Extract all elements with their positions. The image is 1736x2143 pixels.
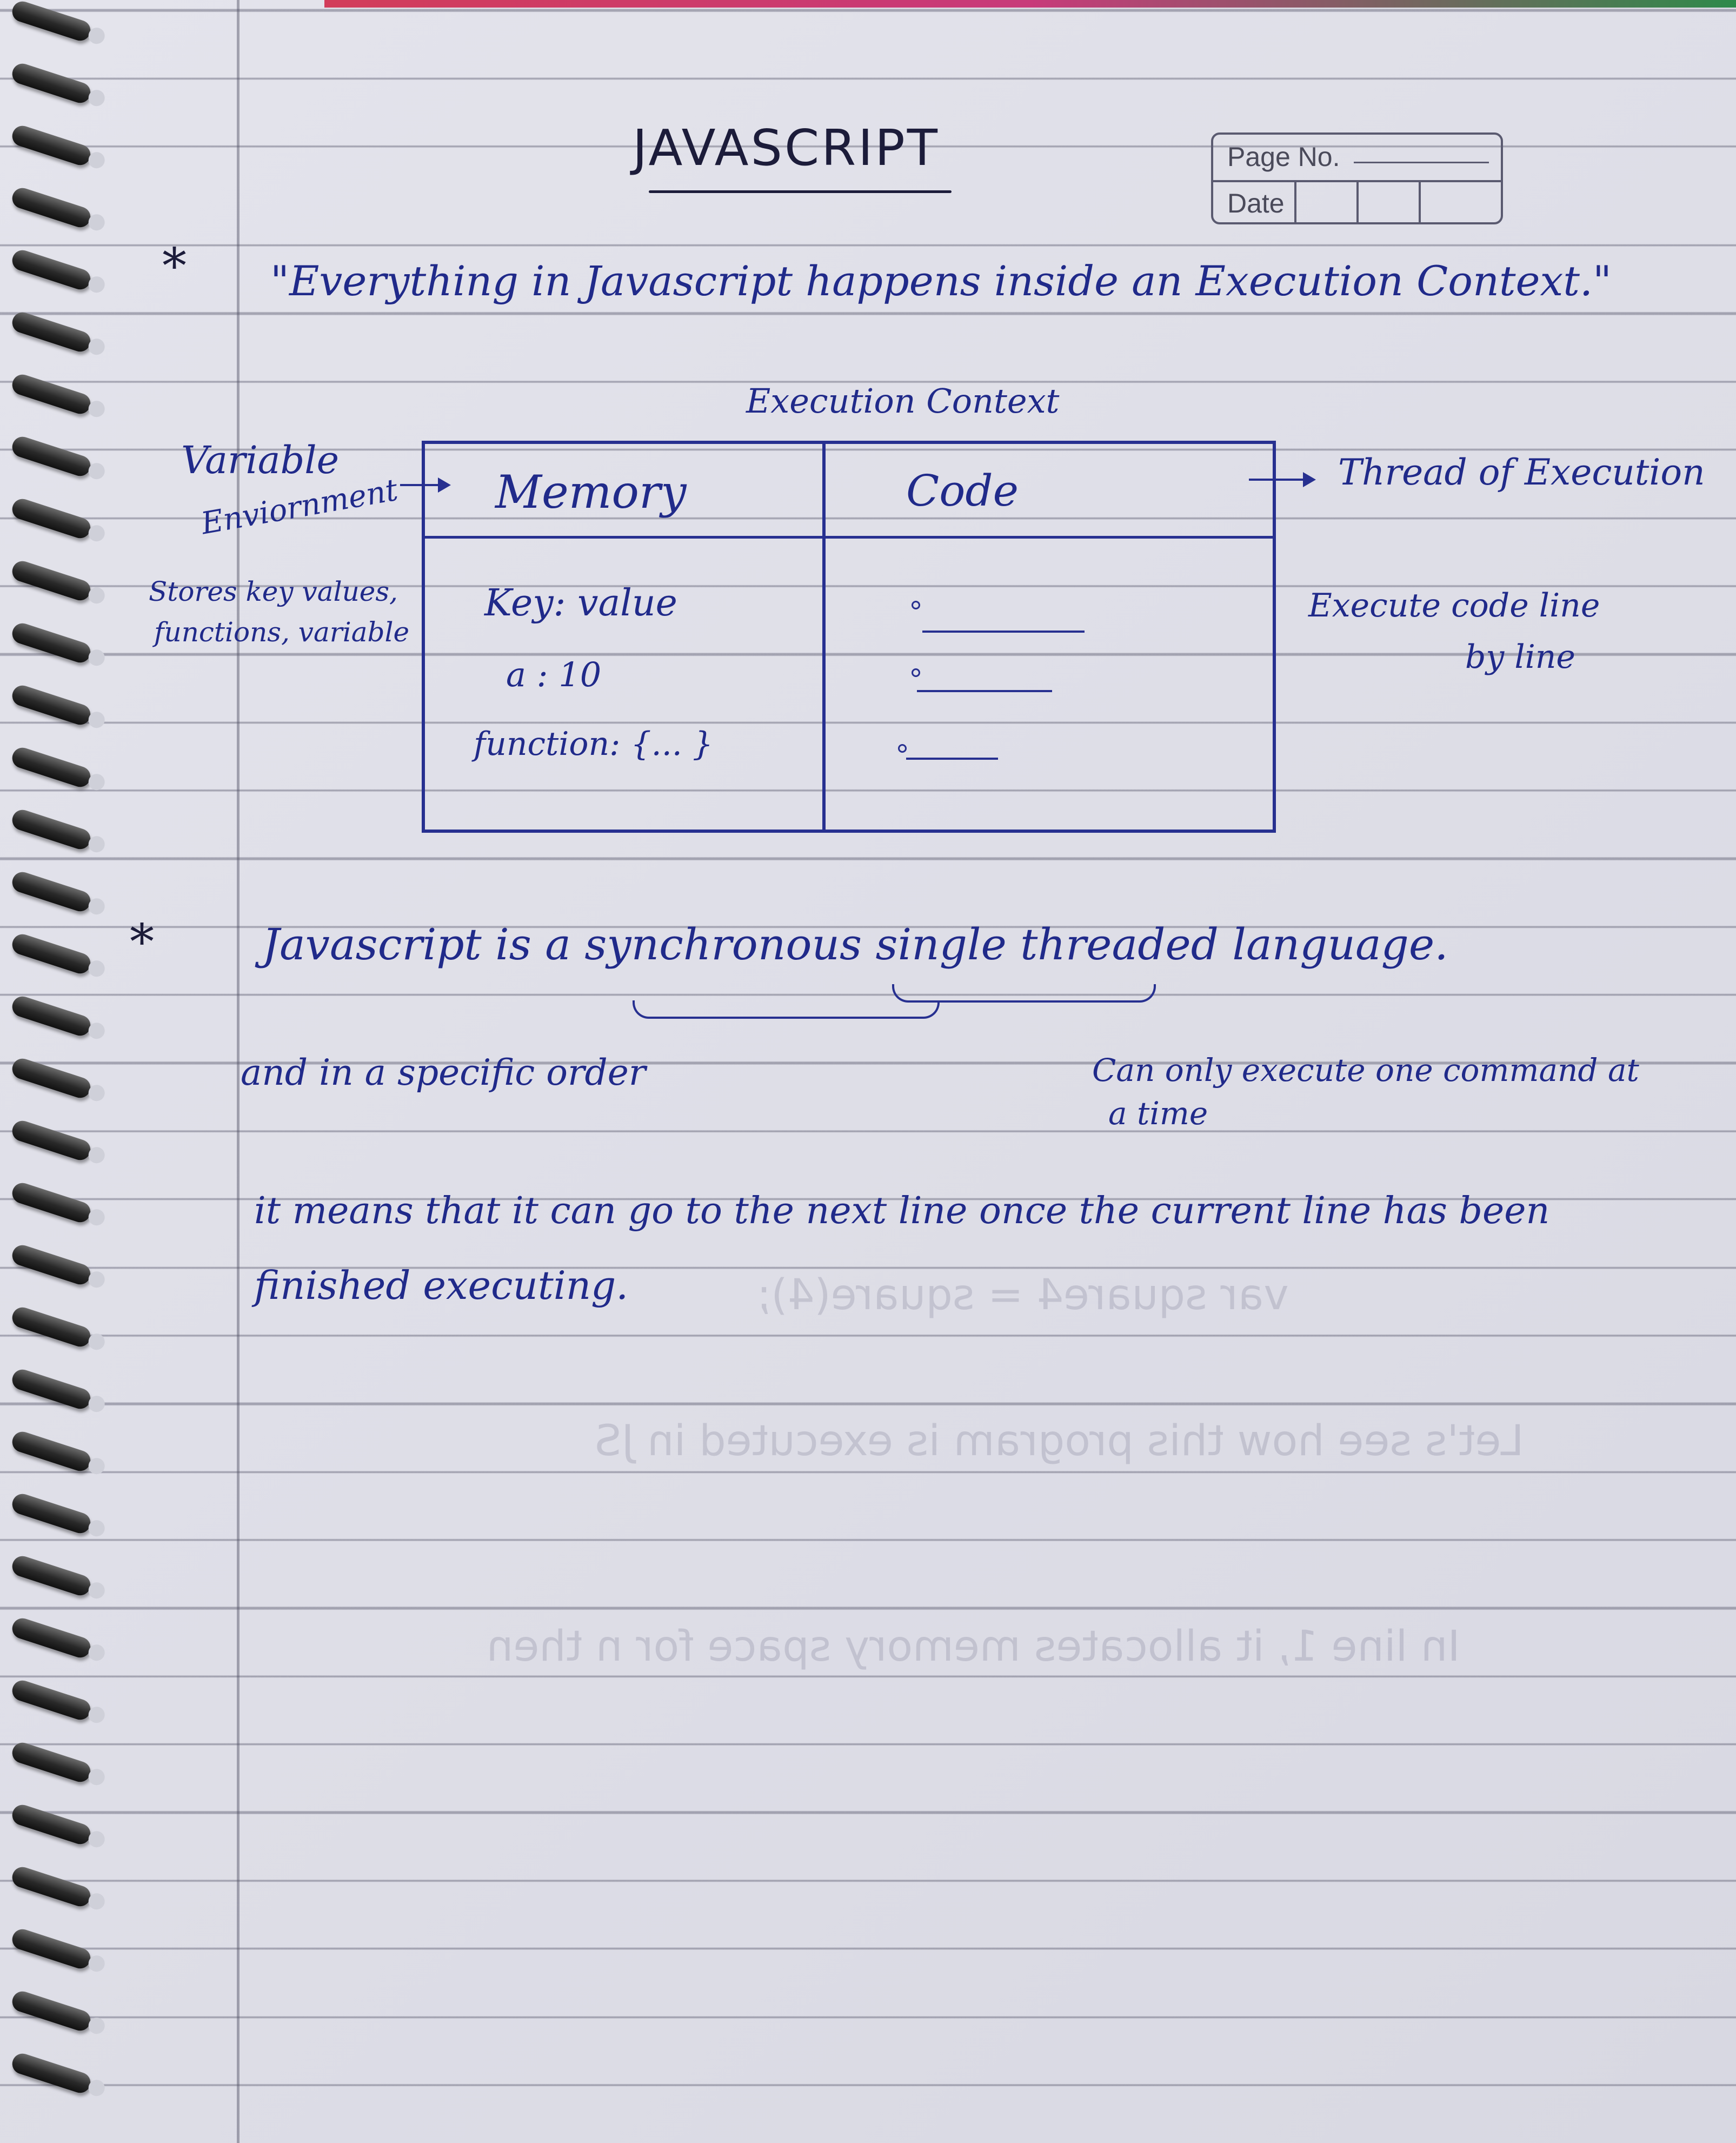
execution-context-box: Memory Code Key: value a : 10 function: … <box>422 441 1276 833</box>
bullet-marker: * <box>162 238 187 295</box>
memory-row-2: a : 10 <box>506 655 602 694</box>
variable-label: Variable <box>181 438 340 482</box>
bullet-marker: * <box>130 914 154 971</box>
page-title: JAVASCRIPT <box>633 119 940 177</box>
thread-label: Thread of Execution <box>1338 452 1705 493</box>
margin-line <box>237 0 240 2143</box>
code-line-bullet <box>898 744 907 753</box>
sync-brace <box>633 1000 940 1019</box>
thread-arrow <box>1249 472 1316 487</box>
title-underline <box>649 190 952 193</box>
explanation-line-2: finished executing. <box>254 1263 629 1308</box>
code-header: Code <box>906 466 1019 516</box>
date-label: Date <box>1227 188 1285 218</box>
quote-text: "Everything in Javascript happens inside… <box>270 257 1612 305</box>
thread-note-1: Execute code line <box>1308 587 1600 625</box>
sync-statement: Javascript is a synchronous single threa… <box>262 919 1448 970</box>
memory-note-1: Stores key values, <box>149 576 398 607</box>
single-note-2: a time <box>1108 1095 1208 1132</box>
memory-header: Memory <box>495 466 687 519</box>
memory-row-1: Key: value <box>484 582 677 625</box>
single-brace <box>892 984 1156 1003</box>
sync-note: and in a specific order <box>241 1052 646 1093</box>
code-line <box>917 690 1052 692</box>
spiral-binding <box>0 0 108 2143</box>
single-note-1: Can only execute one command at <box>1092 1052 1639 1089</box>
code-line <box>922 631 1085 633</box>
memory-row-3: function: {... } <box>474 725 714 763</box>
bleed-through-text: var square4 = square(4); <box>757 1271 1289 1319</box>
bleed-through-text: Let's see how this program is executed i… <box>595 1417 1524 1465</box>
bleed-through-text: In line 1, it allocates memory space for… <box>487 1622 1460 1671</box>
diagram-caption: Execution Context <box>746 381 1060 421</box>
thread-note-2: by line <box>1465 638 1575 676</box>
code-line-bullet <box>912 601 920 609</box>
code-line-bullet <box>912 668 920 677</box>
explanation-line-1: it means that it can go to the next line… <box>254 1190 1550 1232</box>
page-top-edge <box>324 0 1736 8</box>
page-number-box: Page No. Date <box>1211 132 1503 224</box>
environment-arrow <box>400 477 451 493</box>
memory-note-2: functions, variable <box>154 616 410 648</box>
code-line <box>906 758 998 760</box>
page-no-label: Page No. <box>1227 142 1340 172</box>
